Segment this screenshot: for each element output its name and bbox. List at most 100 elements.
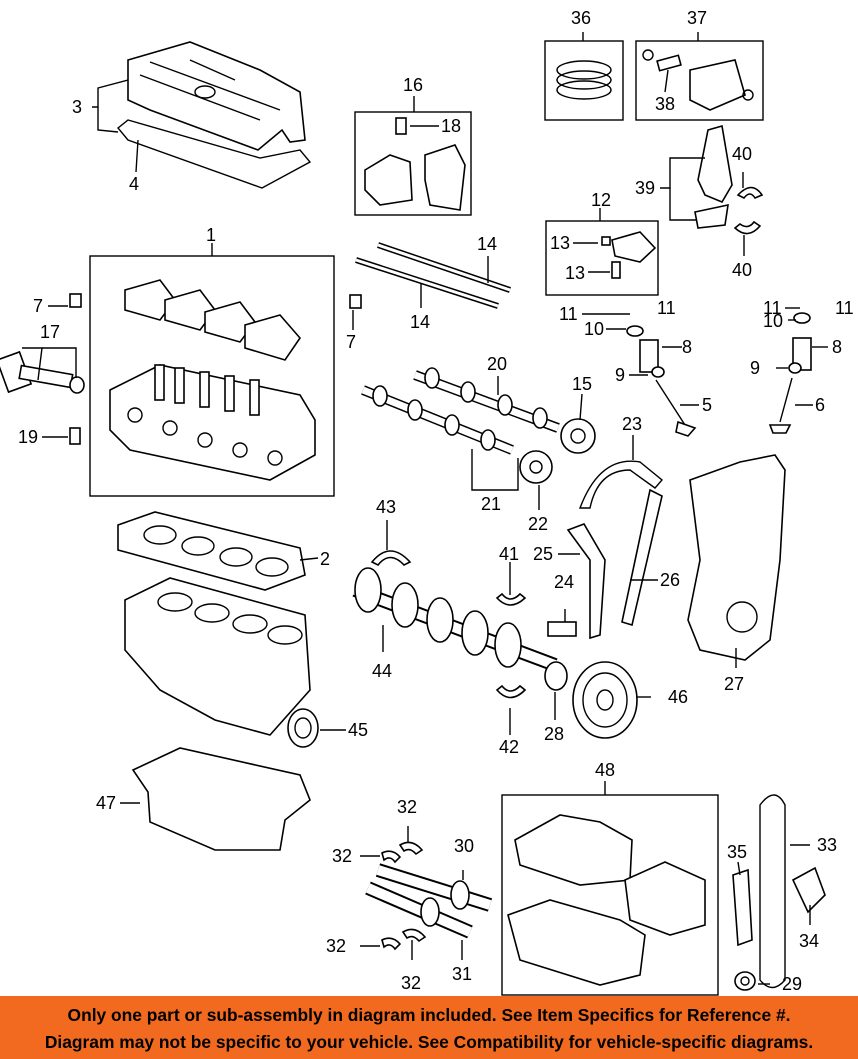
callout-9-right: 9: [750, 358, 760, 378]
callout-3: 3: [72, 97, 82, 117]
rod-bearing-lower: [733, 220, 762, 235]
callout-31: 31: [452, 964, 472, 984]
callout-34: 34: [799, 931, 819, 951]
intake-camshaft: [361, 385, 514, 455]
box-oil-pump-balancer: [501, 794, 719, 996]
callout-10-right: 10: [763, 311, 783, 331]
balancer-housing-upper: [514, 814, 633, 886]
callout-23: 23: [622, 414, 642, 434]
balancer-bearing-upper-b: [398, 841, 424, 856]
callout-7-right: 7: [346, 332, 356, 352]
callout-24: 24: [554, 572, 574, 592]
engine-parts-diagram: 3 4 1 2 7 7 17 19 16 18 14 14 12 13 13 3…: [0, 8, 854, 996]
callout-8-right: 8: [832, 337, 842, 357]
rod-bearing-upper: [736, 186, 764, 200]
box-vtc-solenoid-group: [354, 111, 472, 216]
callout-32-b: 32: [332, 846, 352, 866]
callout-29: 29: [782, 974, 802, 994]
callout-5: 5: [702, 395, 712, 415]
disclaimer-line-1: Only one part or sub-assembly in diagram…: [67, 1005, 791, 1025]
callout-41: 41: [499, 544, 519, 564]
callout-40-upper: 40: [732, 144, 752, 164]
piston-rings: [556, 60, 612, 100]
callout-30: 30: [454, 836, 474, 856]
callout-19: 19: [18, 427, 38, 447]
callout-21: 21: [481, 494, 501, 514]
camshaft-holders: [124, 279, 302, 361]
cam-sprocket: [519, 450, 553, 484]
callout-32-c: 32: [326, 936, 346, 956]
box-rocker-group: [545, 220, 659, 296]
callout-37: 37: [687, 8, 707, 28]
callout-20: 20: [487, 354, 507, 374]
crank-sprocket-28: [544, 661, 568, 691]
cylinder-block: [124, 577, 311, 736]
callout-labels: 3 4 1 2 7 7 17 19 16 18 14 14 12 13 13 3…: [18, 8, 854, 994]
callout-27: 27: [724, 674, 744, 694]
callout-35: 35: [727, 842, 747, 862]
callout-43: 43: [376, 497, 396, 517]
disclaimer-line-2: Diagram may not be specific to your vehi…: [44, 1032, 814, 1052]
balance-shaft-lower: [365, 881, 473, 939]
callout-44: 44: [372, 661, 392, 681]
valve-cover: [127, 41, 306, 151]
seal-29: [734, 971, 756, 991]
callout-47: 47: [96, 793, 116, 813]
callout-7-left: 7: [33, 296, 43, 316]
piston: [642, 49, 754, 111]
balancer-tensioner-34: [791, 866, 826, 914]
callout-42: 42: [499, 737, 519, 757]
callout-10-left: 10: [584, 319, 604, 339]
crankshaft: [352, 567, 558, 672]
balancer-bearing-lower-b: [401, 928, 427, 943]
chain-tensioner-24: [547, 621, 577, 637]
callout-15: 15: [572, 374, 592, 394]
callout-16: 16: [403, 75, 423, 95]
callout-14-lower: 14: [410, 312, 430, 332]
callout-26: 26: [660, 570, 680, 590]
callout-18: 18: [441, 116, 461, 136]
chain-guide-35: [732, 868, 753, 947]
rocker-shaft-lower-inner: [355, 258, 499, 308]
callout-32-d: 32: [401, 973, 421, 993]
connecting-rod: [694, 124, 733, 229]
callout-4: 4: [129, 174, 139, 194]
head-gasket: [117, 511, 306, 591]
callout-40-lower: 40: [732, 260, 752, 280]
callout-25: 25: [533, 544, 553, 564]
box-piston-rings: [544, 40, 624, 121]
cover-seal-hole: [726, 601, 758, 633]
main-bearing-41: [495, 592, 527, 606]
timing-chain-guide-23: [578, 460, 664, 509]
plug-7-left: [69, 293, 82, 308]
callout-28: 28: [544, 724, 564, 744]
timing-chain-cover: [687, 454, 786, 661]
callout-32-a: 32: [397, 797, 417, 817]
box-piston-assembly: [635, 40, 764, 121]
callout-13-upper: 13: [550, 233, 570, 253]
vtc-actuator: [560, 418, 596, 454]
balancer-bearing-lower-a: [381, 937, 402, 951]
callout-38: 38: [655, 94, 675, 114]
callout-45: 45: [348, 720, 368, 740]
cylinder-head: [109, 364, 316, 481]
callout-14-upper: 14: [477, 234, 497, 254]
rocker-arms: [601, 231, 657, 279]
callout-1: 1: [206, 225, 216, 245]
plug-7-right: [349, 294, 362, 309]
tensioner-arm-25: [566, 523, 606, 640]
callout-22: 22: [528, 514, 548, 534]
main-bearing-42: [495, 684, 527, 699]
callout-6: 6: [815, 395, 825, 415]
balancer-chain-33: [759, 794, 786, 989]
callout-13-lower: 13: [565, 263, 585, 283]
crankshaft-seal: [287, 708, 319, 748]
disclaimer-banner: Only one part or sub-assembly in diagram…: [0, 996, 858, 1059]
callout-48: 48: [595, 760, 615, 780]
vtc-oil-control-valve: [0, 350, 85, 394]
callout-8-left: 8: [682, 337, 692, 357]
callout-12: 12: [591, 190, 611, 210]
callout-11-b: 11: [657, 298, 676, 318]
vtc-solenoid: [364, 117, 466, 211]
callout-46: 46: [668, 687, 688, 707]
